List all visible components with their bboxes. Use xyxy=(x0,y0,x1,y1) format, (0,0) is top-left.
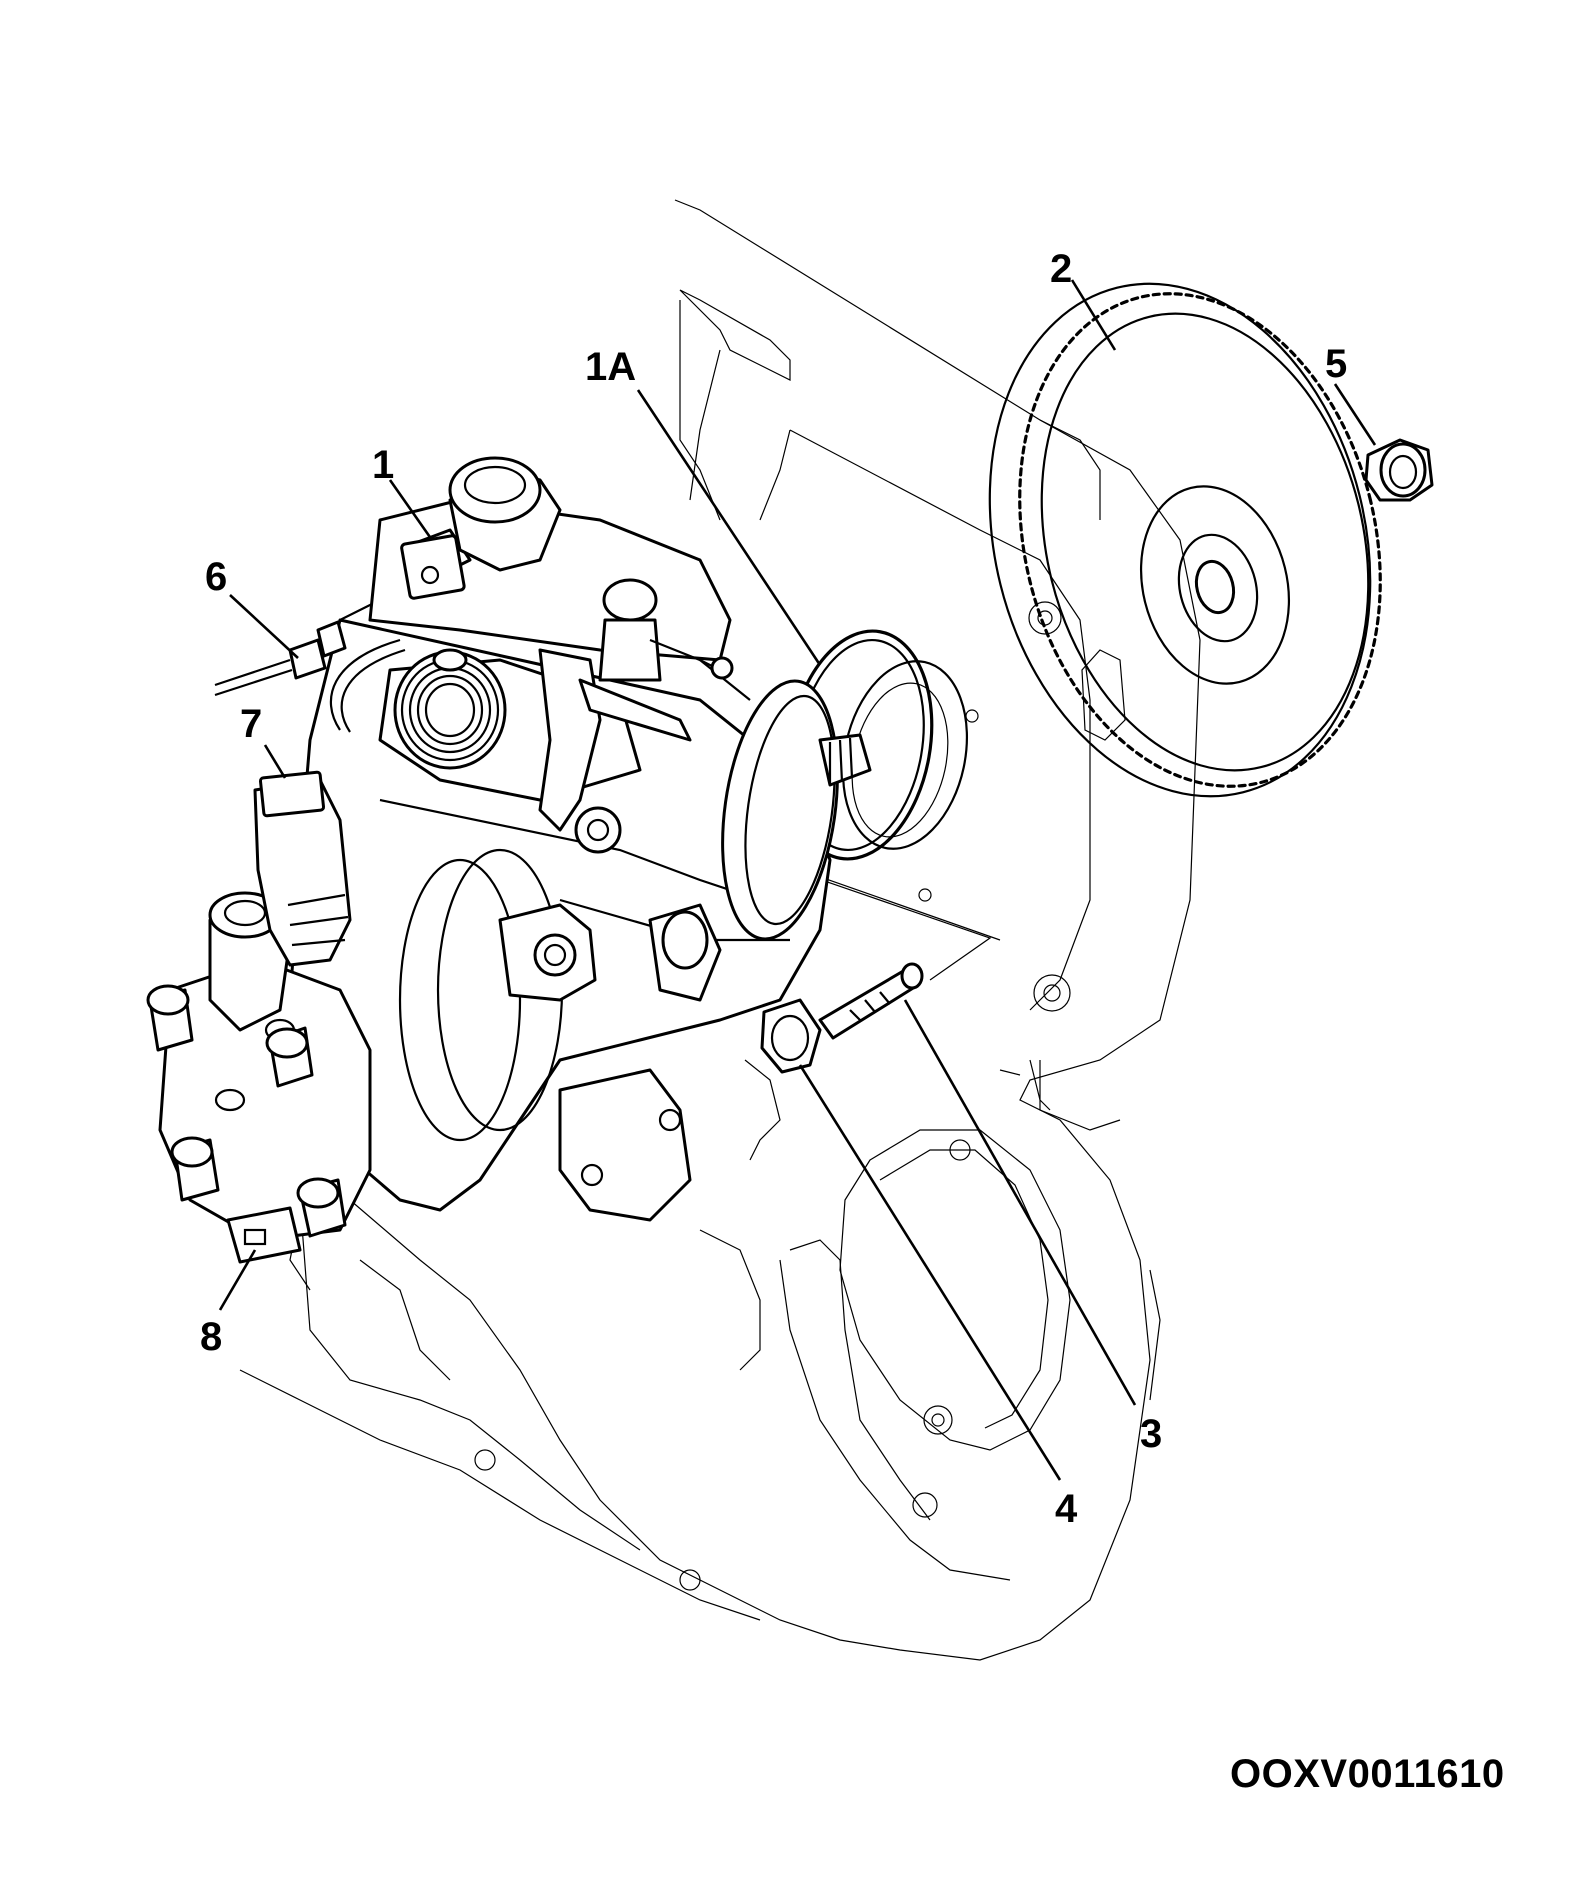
leader-lines xyxy=(218,279,1377,1481)
callout-8: 8 xyxy=(200,1315,222,1359)
callout-labels: 1 1A 2 5 6 7 8 3 4 xyxy=(200,247,1347,1531)
callout-2: 2 xyxy=(1050,247,1072,291)
leader-7 xyxy=(263,744,287,779)
mounting-stud xyxy=(818,962,924,1040)
leader-1 xyxy=(388,479,434,541)
callout-5: 5 xyxy=(1325,342,1347,386)
leader-3 xyxy=(903,999,1137,1406)
callout-4: 4 xyxy=(1055,1487,1078,1531)
leader-6 xyxy=(229,594,299,659)
drive-gear xyxy=(988,282,1382,798)
gear-nut xyxy=(1364,438,1434,502)
callout-3: 3 xyxy=(1140,1412,1162,1456)
leader-1a xyxy=(636,389,822,666)
fuel-injection-pump xyxy=(146,456,872,1264)
fuel-pipe xyxy=(214,620,347,697)
timing-case-outline xyxy=(239,199,1201,1661)
callout-7: 7 xyxy=(240,702,262,746)
callout-1: 1 xyxy=(372,443,394,487)
leader-2 xyxy=(1070,279,1117,351)
flange-nut xyxy=(760,998,822,1074)
leader-5 xyxy=(1333,383,1377,446)
leader-4 xyxy=(798,1064,1062,1481)
callout-1a: 1A xyxy=(585,345,636,389)
callout-6: 6 xyxy=(205,555,227,599)
leader-8 xyxy=(218,1249,257,1311)
figure-code: OOXV0011610 xyxy=(1230,1752,1505,1796)
